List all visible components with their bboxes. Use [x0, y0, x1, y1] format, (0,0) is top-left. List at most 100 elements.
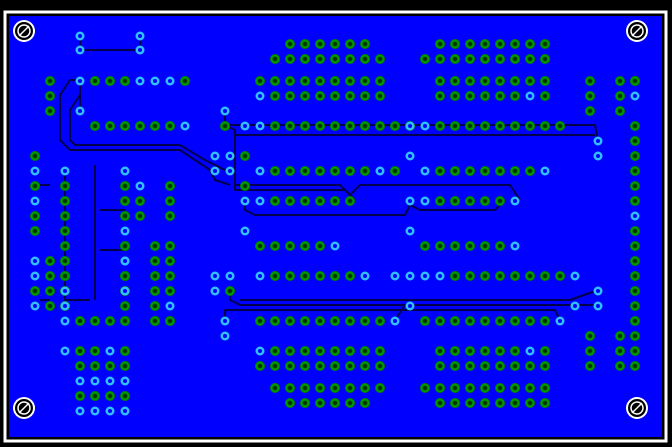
via-pad	[210, 286, 220, 296]
through-hole-pad	[120, 181, 130, 191]
through-hole-pad	[150, 256, 160, 266]
through-hole-pad	[285, 196, 295, 206]
through-hole-pad	[540, 39, 550, 49]
through-hole-pad	[420, 383, 430, 393]
through-hole-pad	[285, 76, 295, 86]
through-hole-pad	[630, 166, 640, 176]
through-hole-pad	[315, 76, 325, 86]
via-pad	[225, 151, 235, 161]
through-hole-pad	[345, 196, 355, 206]
through-hole-pad	[135, 121, 145, 131]
through-hole-pad	[390, 121, 400, 131]
via-pad	[593, 151, 603, 161]
through-hole-pad	[270, 383, 280, 393]
via-pad	[210, 151, 220, 161]
through-hole-pad	[120, 241, 130, 251]
through-hole-pad	[345, 54, 355, 64]
through-hole-pad	[270, 121, 280, 131]
through-hole-pad	[375, 54, 385, 64]
through-hole-pad	[90, 361, 100, 371]
through-hole-pad	[510, 271, 520, 281]
via-pad	[593, 286, 603, 296]
via-pad	[240, 196, 250, 206]
through-hole-pad	[60, 211, 70, 221]
through-hole-pad	[450, 361, 460, 371]
via-pad	[30, 301, 40, 311]
through-hole-pad	[525, 121, 535, 131]
via-pad	[30, 271, 40, 281]
through-hole-pad	[525, 54, 535, 64]
via-pad	[105, 406, 115, 416]
through-hole-pad	[435, 398, 445, 408]
via-pad	[30, 256, 40, 266]
via-pad	[220, 106, 230, 116]
via-pad	[135, 76, 145, 86]
through-hole-pad	[465, 271, 475, 281]
through-hole-pad	[435, 346, 445, 356]
through-hole-pad	[60, 256, 70, 266]
through-hole-pad	[330, 166, 340, 176]
through-hole-pad	[345, 76, 355, 86]
through-hole-pad	[465, 39, 475, 49]
through-hole-pad	[510, 54, 520, 64]
through-hole-pad	[165, 316, 175, 326]
through-hole-pad	[285, 398, 295, 408]
through-hole-pad	[315, 271, 325, 281]
through-hole-pad	[75, 316, 85, 326]
through-hole-pad	[480, 398, 490, 408]
through-hole-pad	[255, 241, 265, 251]
through-hole-pad	[45, 106, 55, 116]
through-hole-pad	[540, 76, 550, 86]
via-pad	[120, 376, 130, 386]
through-hole-pad	[375, 346, 385, 356]
via-pad	[120, 256, 130, 266]
via-pad	[75, 45, 85, 55]
through-hole-pad	[375, 316, 385, 326]
via-pad	[255, 346, 265, 356]
through-hole-pad	[510, 383, 520, 393]
via-pad	[220, 316, 230, 326]
via-pad	[120, 166, 130, 176]
through-hole-pad	[375, 383, 385, 393]
through-hole-pad	[525, 316, 535, 326]
via-pad	[75, 376, 85, 386]
through-hole-pad	[150, 286, 160, 296]
mounting-hole-top-left	[13, 20, 35, 42]
through-hole-pad	[150, 316, 160, 326]
through-hole-pad	[630, 181, 640, 191]
through-hole-pad	[345, 166, 355, 176]
via-pad	[75, 406, 85, 416]
through-hole-pad	[330, 196, 340, 206]
via-pad	[220, 331, 230, 341]
through-hole-pad	[465, 121, 475, 131]
through-hole-pad	[465, 76, 475, 86]
through-hole-pad	[330, 54, 340, 64]
through-hole-pad	[420, 316, 430, 326]
through-hole-pad	[630, 76, 640, 86]
through-hole-pad	[345, 91, 355, 101]
through-hole-pad	[270, 316, 280, 326]
through-hole-pad	[165, 121, 175, 131]
through-hole-pad	[390, 166, 400, 176]
through-hole-pad	[525, 76, 535, 86]
through-hole-pad	[330, 316, 340, 326]
through-hole-pad	[165, 286, 175, 296]
via-pad	[255, 196, 265, 206]
through-hole-pad	[540, 361, 550, 371]
through-hole-pad	[45, 76, 55, 86]
through-hole-pad	[480, 361, 490, 371]
via-pad	[570, 271, 580, 281]
via-pad	[420, 166, 430, 176]
through-hole-pad	[285, 316, 295, 326]
through-hole-pad	[510, 316, 520, 326]
through-hole-pad	[540, 271, 550, 281]
via-pad	[540, 166, 550, 176]
via-pad	[255, 271, 265, 281]
through-hole-pad	[360, 76, 370, 86]
through-hole-pad	[105, 121, 115, 131]
through-hole-pad	[435, 196, 445, 206]
through-hole-pad	[60, 181, 70, 191]
through-hole-pad	[285, 361, 295, 371]
via-pad	[405, 196, 415, 206]
through-hole-pad	[375, 91, 385, 101]
